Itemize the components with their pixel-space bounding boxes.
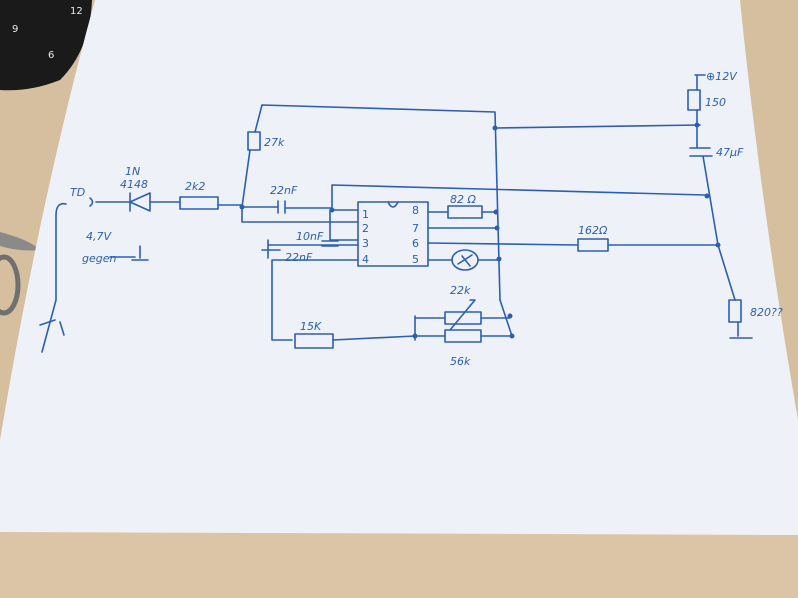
ground-mark: ⊥ xyxy=(134,252,144,265)
input-label: TD xyxy=(70,186,85,199)
r-150-label: 150 xyxy=(705,96,726,109)
note-gegen: gegen xyxy=(82,252,117,265)
gauge-dial: 9 12 6 xyxy=(0,0,92,91)
r-15k-label: 15K xyxy=(300,320,322,333)
r-162-label: 162Ω xyxy=(578,224,608,237)
r-820-label: 820?? xyxy=(750,306,783,319)
c-22nf-pin4-label: 22nF xyxy=(285,251,313,264)
note-voltage: 4,7V xyxy=(86,230,112,243)
scissors xyxy=(0,232,40,316)
svg-text:5: 5 xyxy=(412,253,419,266)
circuit-wiring xyxy=(39,74,753,353)
svg-text:2: 2 xyxy=(362,222,369,235)
diode-label: 1N xyxy=(125,165,140,178)
c-47uf-label: 47µF xyxy=(716,146,744,159)
c-10nf-label: 10nF xyxy=(296,230,324,243)
svg-text:6: 6 xyxy=(412,237,419,250)
svg-text:1: 1 xyxy=(362,208,369,221)
svg-text:3: 3 xyxy=(362,237,369,250)
supply-label: ⊕12V xyxy=(706,70,738,83)
svg-text:8: 8 xyxy=(412,204,419,217)
table-front xyxy=(0,530,798,598)
c-22nf-label: 22nF xyxy=(270,184,298,197)
svg-text:9: 9 xyxy=(12,24,18,35)
component-labels: TD 1N 4148 2k2 22nF 27k 10nF 22nF 82 Ω 2… xyxy=(70,70,783,368)
r-56k-label: 56k xyxy=(450,355,471,368)
r-27k-label: 27k xyxy=(264,136,285,149)
svg-text:7: 7 xyxy=(412,222,419,235)
diode-part-label: 4148 xyxy=(120,178,148,191)
trimmer-22k-label: 22k xyxy=(450,284,471,297)
svg-text:6: 6 xyxy=(48,50,54,61)
svg-text:4: 4 xyxy=(362,253,369,266)
r-2k2-label: 2k2 xyxy=(185,180,205,193)
svg-text:12: 12 xyxy=(70,6,83,17)
paper-sheet xyxy=(0,0,798,535)
r-82-label: 82 Ω xyxy=(450,193,476,206)
ic-pin-numbers: 1 2 3 4 8 7 6 5 xyxy=(362,204,419,266)
